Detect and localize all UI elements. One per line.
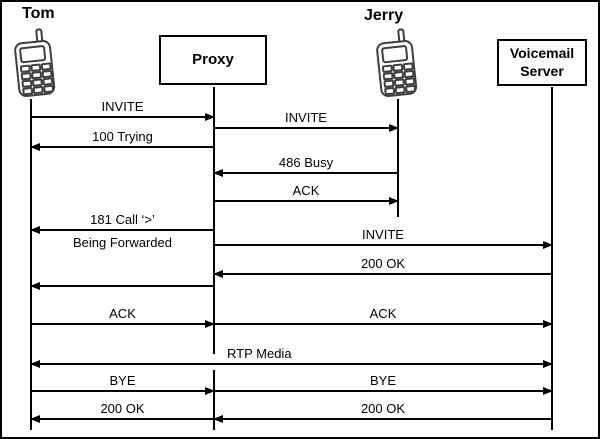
lifeline-proxy <box>213 87 215 354</box>
message-line <box>31 363 552 365</box>
cell-phone-icon <box>10 27 60 104</box>
arrowhead-left-icon <box>30 143 40 151</box>
actor-box-proxy: Proxy <box>159 35 267 85</box>
message-label: BYE <box>369 373 397 388</box>
arrowhead-right-icon <box>543 387 553 395</box>
message-label: 200 OK <box>100 401 145 416</box>
actor-label-voicemail-server: Voicemail Server <box>509 45 575 79</box>
message-label: INVITE <box>362 227 404 242</box>
arrowhead-left-icon <box>213 270 223 278</box>
arrowhead-left-icon <box>213 169 223 177</box>
lifeline-proxy <box>213 370 215 430</box>
message-label: INVITE <box>285 110 327 125</box>
arrowhead-right-icon <box>389 124 399 132</box>
message-label: ACK <box>109 306 136 321</box>
message-line <box>31 116 214 118</box>
arrowhead-left-icon <box>30 415 40 423</box>
message-line <box>31 390 214 392</box>
arrowhead-left-icon <box>213 415 223 423</box>
message-line <box>31 285 214 287</box>
arrowhead-right-icon <box>389 197 399 205</box>
message-label: INVITE <box>101 99 144 114</box>
lifeline-tom <box>30 99 32 430</box>
message-label: RTP Media <box>227 346 292 361</box>
actor-label-jerry: Jerry <box>364 7 404 24</box>
actor-label-tom: Tom <box>22 5 55 22</box>
lifeline-voicemail <box>551 87 553 430</box>
message-label: 200 OK <box>360 256 406 271</box>
actor-label-proxy: Proxy <box>192 50 234 68</box>
arrowhead-right-icon <box>543 320 553 328</box>
arrowhead-left-icon <box>30 360 40 368</box>
message-line <box>214 418 552 420</box>
message-label: 181 Call ‘>’ <box>90 212 155 227</box>
message-line <box>31 418 214 420</box>
message-label: BYE <box>109 373 136 388</box>
arrowhead-right-icon <box>205 387 215 395</box>
message-line <box>214 390 552 392</box>
arrowhead-left-icon <box>30 282 40 290</box>
message-line <box>214 127 398 129</box>
message-line <box>214 200 398 202</box>
message-line <box>214 244 552 246</box>
actor-box-voicemail-server: Voicemail Server <box>497 39 587 86</box>
cell-phone-icon <box>372 27 422 104</box>
message-line <box>31 229 214 231</box>
arrowhead-right-icon <box>205 320 215 328</box>
message-line <box>31 146 214 148</box>
arrowhead-right-icon <box>205 113 215 121</box>
message-line <box>214 273 552 275</box>
message-label: 200 OK <box>360 401 406 416</box>
message-line <box>214 323 552 325</box>
message-label: ACK <box>292 183 320 198</box>
message-line <box>31 323 214 325</box>
message-label-line2: Being Forwarded <box>73 235 172 250</box>
message-line <box>214 172 398 174</box>
arrowhead-left-icon <box>30 226 40 234</box>
message-label: ACK <box>369 306 397 321</box>
arrowhead-right-icon <box>543 241 553 249</box>
lifeline-jerry <box>397 99 399 217</box>
message-label: 100 Trying <box>92 129 153 144</box>
message-label: 486 Busy <box>278 155 334 170</box>
arrowhead-right-icon <box>543 360 553 368</box>
